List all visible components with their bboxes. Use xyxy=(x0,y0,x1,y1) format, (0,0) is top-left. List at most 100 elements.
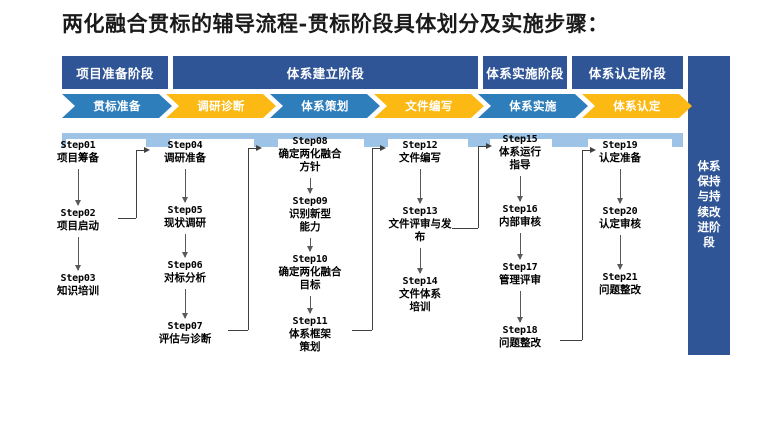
arrow-step09-to-step10 xyxy=(307,238,313,252)
arrow-step16-to-step17 xyxy=(517,233,523,260)
arrow-step05-to-step06 xyxy=(182,234,188,258)
arrow-step10-to-step11 xyxy=(307,296,313,314)
phase-box-label: 体系认定阶段 xyxy=(588,67,667,81)
band-notch-1 xyxy=(66,139,146,149)
connector-segment xyxy=(478,146,487,147)
stage-chevron-label: 文件编写 xyxy=(405,101,453,113)
phase-box-label: 项目准备阶段 xyxy=(76,67,154,81)
step-label-line: 体系框架 xyxy=(289,328,331,341)
step-id: Step08 xyxy=(292,136,328,147)
step-label-line: 指导 xyxy=(509,158,531,171)
band-notch-3 xyxy=(278,139,364,149)
connector-segment xyxy=(118,218,136,219)
arrow-step04-to-step05 xyxy=(182,169,188,203)
band-notch-6 xyxy=(588,139,672,149)
step-label-line: 策划 xyxy=(299,340,321,353)
stage-chevron-4[interactable]: 文件编写 xyxy=(374,94,484,118)
stage-chevron-1[interactable]: 贯标准备 xyxy=(62,94,172,118)
step-id: Step18 xyxy=(502,325,538,336)
step-id: Step21 xyxy=(602,272,638,283)
connector-segment xyxy=(582,150,583,340)
step-label-line: 培训 xyxy=(409,300,431,313)
step-label-line: 问题整改 xyxy=(499,337,541,350)
step-label-line: 文件评审与发 xyxy=(388,218,452,231)
step-label-line: 文件体系 xyxy=(399,288,441,301)
connector-arrowhead xyxy=(256,145,262,151)
phase-box-3[interactable]: 体系实施阶段 xyxy=(483,56,567,89)
step-id: Step07 xyxy=(167,321,203,332)
arrow-step19-to-step20 xyxy=(617,169,623,204)
page-title: 两化融合贯标的辅导流程-贯标阶段具体划分及实施步骤： xyxy=(62,11,609,36)
step-label-line: 方针 xyxy=(299,160,321,173)
step-id: Step02 xyxy=(60,208,96,219)
connector-segment xyxy=(452,228,478,229)
arrow-step01-to-step02 xyxy=(75,169,81,206)
arrow-step20-to-step21 xyxy=(617,235,623,270)
phase-box-2[interactable]: 体系建立阶段 xyxy=(173,56,478,89)
step-label-line: 文件编写 xyxy=(399,152,441,165)
band-notch-2 xyxy=(170,139,254,149)
step-id: Step13 xyxy=(402,206,438,217)
stage-chevron-label: 贯标准备 xyxy=(93,101,141,113)
connector-segment xyxy=(560,340,582,341)
stage-chevron-label: 体系策划 xyxy=(301,101,349,113)
step-label-line: 知识培训 xyxy=(57,285,99,298)
step-label-line: 确定两化融合 xyxy=(278,148,342,161)
step-label-line: 项目启动 xyxy=(57,220,99,233)
connector-arrowhead xyxy=(486,143,492,149)
connector-segment xyxy=(136,150,145,151)
arrow-step15-to-step16 xyxy=(517,176,523,202)
stage-chevron-5[interactable]: 体系实施 xyxy=(478,94,588,118)
phase-box-4[interactable]: 体系认定阶段 xyxy=(572,56,683,89)
connector-segment xyxy=(248,148,249,330)
sidebar-label: 体系保持与持续改进阶段 xyxy=(697,160,721,249)
step-label-line: 调研准备 xyxy=(164,152,206,165)
stage-chevron-label: 调研诊断 xyxy=(197,101,245,113)
step-label-line: 能力 xyxy=(299,220,321,233)
step-id: Step10 xyxy=(292,254,328,265)
stage-chevron-label: 体系实施 xyxy=(509,101,557,113)
connector-segment xyxy=(352,330,372,331)
connector-segment xyxy=(136,150,137,218)
step-label-line: 管理评审 xyxy=(499,274,541,287)
stage-chevron-2[interactable]: 调研诊断 xyxy=(166,94,276,118)
step-label-line: 体系运行 xyxy=(499,146,541,159)
step-label-line: 项目筹备 xyxy=(57,152,99,165)
arrow-step12-to-step13 xyxy=(417,169,423,204)
stage-chevron-6[interactable]: 体系认定 xyxy=(582,94,692,118)
arrow-step17-to-step18 xyxy=(517,291,523,323)
stage-chevron-3[interactable]: 体系策划 xyxy=(270,94,380,118)
step-id: Step15 xyxy=(502,134,538,145)
connector-segment xyxy=(582,150,591,151)
band-notch-5 xyxy=(490,139,552,149)
step-id: Step09 xyxy=(292,196,328,207)
step-id: Step03 xyxy=(60,273,96,284)
phase-box-1[interactable]: 项目准备阶段 xyxy=(62,56,168,89)
connector-segment xyxy=(478,146,479,228)
connector-arrowhead xyxy=(380,145,386,151)
arrow-step08-to-step09 xyxy=(307,178,313,194)
